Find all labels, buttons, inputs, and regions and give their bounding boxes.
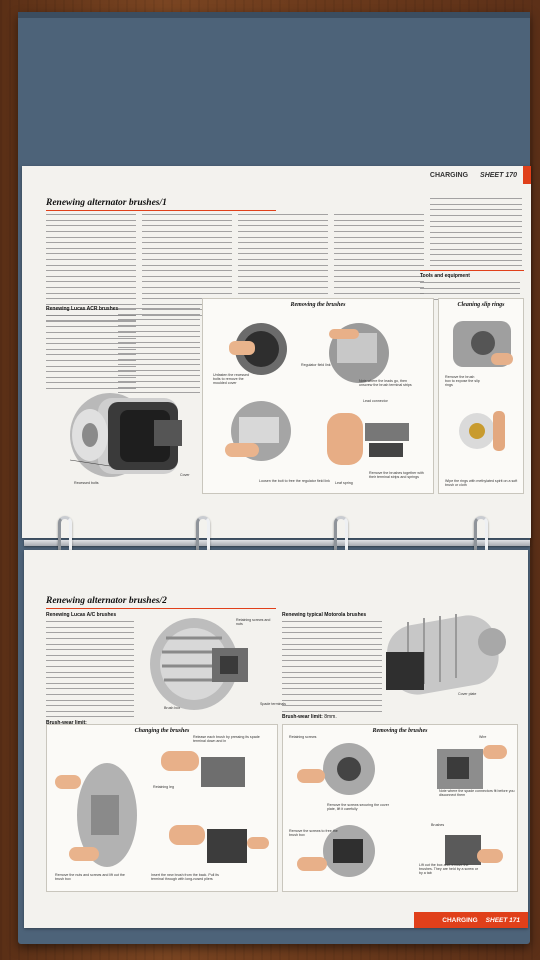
tools-heading: Tools and equipment (420, 273, 470, 279)
tab-section-name: CHARGING (423, 171, 475, 179)
lucas-ac-alternator-illustration (150, 618, 248, 710)
caption-remove-brush-box: Remove the brush box to expose the slip … (445, 375, 480, 388)
tab-section-name: CHARGING (442, 916, 478, 924)
changing-brushes-illustrations (55, 751, 269, 867)
caption-unfasten-bolts: Unfasten the recessed bolts to remove th… (213, 373, 249, 386)
panel-title-removing-motorola: Removing the brushes (372, 728, 428, 734)
panel-title-cleaning: Cleaning slip rings (457, 302, 505, 308)
caption-brushes: Brushes (431, 823, 445, 827)
caption-recessed-bolts: Recessed bolts (74, 481, 99, 485)
lucas-brush-wear-limit: Brush-wear limit: (46, 719, 87, 726)
red-tab-marker (523, 166, 531, 184)
bottom-manual-page: Renewing alternator brushes/2 Renewing L… (24, 550, 528, 928)
top-manual-page: CHARGING SHEET 170 Renewing alternator b… (22, 166, 531, 538)
caption-spade-terminals: Spade terminals (260, 702, 286, 706)
lucas-ac-text (46, 619, 134, 720)
bottom-tab-strip: CHARGING SHEET 171 (24, 910, 528, 928)
caption-cover-plate: Cover plate (458, 692, 477, 696)
caption-retaining-screws: Retaining screws (289, 735, 317, 739)
text-column-5 (430, 196, 522, 269)
caption-insert-brush: Insert the new brush from the back. Pull… (151, 873, 219, 882)
motorola-removing-brushes-panel: Removing the brushes Retaining screws Re… (282, 724, 518, 892)
caption-retaining-screws-nuts: Retaining screws and nuts (236, 618, 271, 627)
caption-leaf-spring: Leaf spring (335, 481, 353, 485)
motorola-text (282, 619, 382, 715)
sheet-number: SHEET 171 (485, 916, 520, 924)
lucas-acr-heading: Renewing Lucas ACR brushes (46, 306, 119, 312)
caption-lead-connector: Lead connector (363, 399, 388, 403)
caption-cover: Cover (180, 473, 190, 477)
motorola-brush-wear-value: 8mm. (324, 714, 337, 721)
motorola-section: Renewing typical Motorola brushes Brush-… (282, 612, 384, 720)
page-title: Renewing alternator brushes/1 (46, 198, 276, 211)
text-column-2 (142, 212, 232, 319)
lucas-acr-text-2 (118, 306, 200, 396)
cleaning-slip-rings-panel: Cleaning slip rings Remove the brush box… (438, 298, 524, 494)
caption-remove-screws-brushes: Remove the screws to free the brush box (289, 829, 338, 838)
removing-brushes-panel: Removing the brushes Unfasten the recess… (202, 298, 434, 494)
caption-note-wires: Note where the spade connectors fit befo… (439, 789, 515, 798)
caption-brush-box: Brush box (164, 706, 181, 710)
caption-remove-nuts: Remove the nuts and screws and lift out … (55, 873, 125, 882)
lucas-ac-section: Renewing Lucas A/C brushes Brush-wear li… (46, 612, 136, 743)
lucas-ac-heading: Renewing Lucas A/C brushes (46, 612, 117, 618)
caption-release-brush: Release each brush by pressing its spade… (193, 735, 260, 744)
slip-ring-illustrations (453, 321, 513, 451)
panel-title-changing: Changing the brushes (134, 728, 190, 734)
motorola-removing-illustrations (297, 743, 507, 877)
motorola-brush-wear-limit: Brush-wear limit: 8mm. (282, 714, 384, 720)
caption-retaining-leg: Retaining leg (153, 785, 174, 789)
panel-title-removing: Removing the brushes (290, 302, 346, 308)
caption-remove-brushes: Remove the brushes together with their t… (369, 471, 424, 480)
motorola-alternator-illustration (386, 614, 506, 695)
caption-brush-leads: Note where the leads go, then unscrew th… (359, 379, 412, 388)
caption-wire: Wire (479, 735, 487, 739)
caption-regulator-link: Regulator field link (301, 363, 331, 367)
removing-brushes-illustrations (225, 323, 409, 465)
alternator-illustration (69, 393, 182, 477)
caption-lift-out-brushes: Lift out the box and remove the brushes.… (419, 863, 479, 876)
binder-top-edge (18, 12, 530, 18)
caption-loosen-bolt: Loosen the bolt to free the regulator fi… (259, 479, 330, 483)
section-tab: CHARGING SHEET 171 (414, 912, 528, 928)
motorola-brush-wear-label: Brush-wear limit: (282, 714, 323, 721)
changing-brushes-panel: Changing the brushes Release each brush … (46, 724, 278, 892)
sheet-number: SHEET 170 (474, 171, 523, 179)
lucas-acr-text (46, 313, 136, 392)
caption-wipe-rings: Wipe the rings with methylated spirit on… (445, 479, 518, 488)
caption-remove-screws-cover: Remove the screws securing the cover pla… (327, 803, 389, 812)
binder-ring-bar (24, 540, 530, 546)
motorola-heading: Renewing typical Motorola brushes (282, 612, 367, 618)
page-title: Renewing alternator brushes/2 (46, 596, 276, 609)
lucas-acr-section: Renewing Lucas ACR brushes (46, 306, 136, 392)
section-tab: CHARGING SHEET 170 (423, 166, 531, 184)
